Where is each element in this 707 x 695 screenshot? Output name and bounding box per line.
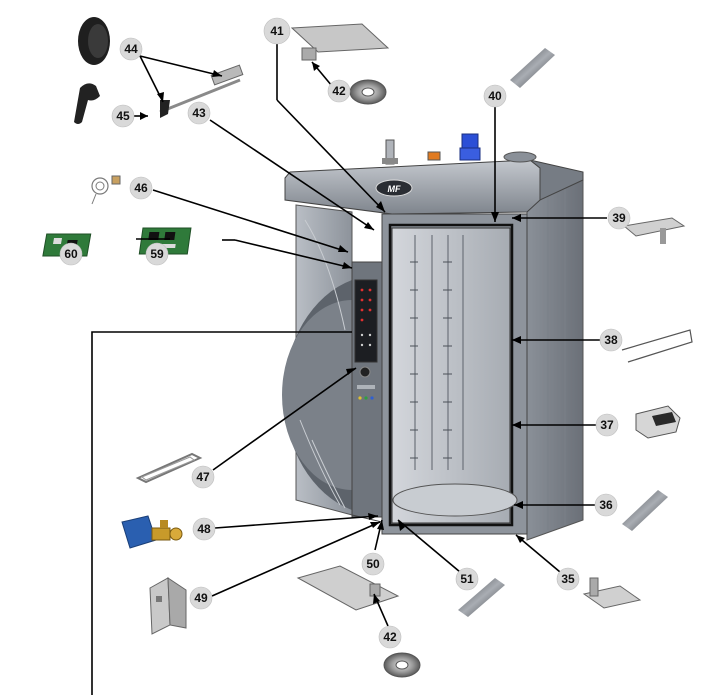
leader-arrowheads [140,62,525,604]
callout-60-label: 60 [64,247,78,261]
bracket-part-39 [622,217,686,244]
top-orange-valve [427,151,441,161]
wire-spring-part [621,329,693,363]
callout-36-label: 36 [599,498,613,512]
callout-49: 49 [189,586,213,610]
callout-42-top: 42 [327,79,351,103]
callout-44: 44 [119,37,143,61]
callout-43-label: 43 [192,106,206,120]
solenoid-valve-part [121,515,183,549]
door-gasket-frame-part [135,452,203,484]
door-latch-block-part [635,405,681,439]
chimney-vent [503,151,537,163]
callout-46-label: 46 [134,181,148,195]
callout-37-label: 37 [600,418,614,432]
rail-bottom-part [458,578,505,617]
oven-body: MF [282,133,584,541]
door-handle-knob-part [78,17,110,65]
control-display [354,279,378,363]
callout-48-label: 48 [197,522,211,536]
hinge-plate-bottom-part [296,565,400,611]
callout-45: 45 [111,104,135,128]
rotating-platform [392,483,518,517]
callout-45-label: 45 [116,109,130,123]
door-seal-gasket [388,223,514,527]
mounting-bracket-part [149,577,187,635]
callout-51: 51 [455,567,479,591]
rail-top-right-part [510,48,555,88]
callout-43: 43 [187,101,211,125]
callout-39-label: 39 [612,211,626,225]
callout-47: 47 [191,465,215,489]
leader-lines [91,44,607,695]
callout-50-label: 50 [366,557,380,571]
callout-42-bottom: 42 [378,625,402,649]
callout-40-label: 40 [488,89,502,103]
callout-46: 46 [129,176,153,200]
bearing-bottom-part [383,652,421,678]
callout-48: 48 [192,517,216,541]
callout-40: 40 [483,84,507,108]
mf-logo-badge [375,179,413,197]
callout-42-bottom-label: 42 [383,630,397,644]
callout-41: 41 [263,17,291,45]
callout-49-label: 49 [194,591,208,605]
bearing-top-part [349,79,387,105]
lever-handle-part [74,83,100,124]
callout-38: 38 [599,328,623,352]
callout-41-label: 41 [270,24,284,38]
oven-top-canopy [284,159,541,215]
callout-47-label: 47 [196,470,210,484]
callout-59: 59 [145,242,169,266]
rail-right-part-36 [622,490,668,531]
oven-right-side-panel [526,177,584,541]
callout-35: 35 [556,567,580,591]
display-indicators [360,288,372,347]
callout-36: 36 [594,493,618,517]
oven-chamber-interior [391,227,511,524]
callout-39: 39 [607,206,631,230]
callout-59-label: 59 [150,247,164,261]
callout-60: 60 [59,242,83,266]
callout-50: 50 [361,552,385,576]
mf-logo-text: MF [388,184,401,194]
callout-51-label: 51 [460,572,474,586]
hinge-part-35 [582,577,642,609]
door-latch-mechanism-part [159,64,244,118]
callout-44-label: 44 [124,42,138,56]
callout-37: 37 [595,413,619,437]
callout-42-top-label: 42 [332,84,346,98]
rack-slots [410,261,452,459]
control-knob [359,366,371,378]
rack-rails [414,235,464,470]
temperature-sensor-part [91,175,121,205]
hinge-bracket-top-part [290,23,390,61]
callout-38-label: 38 [604,333,618,347]
callout-35-label: 35 [561,572,575,586]
